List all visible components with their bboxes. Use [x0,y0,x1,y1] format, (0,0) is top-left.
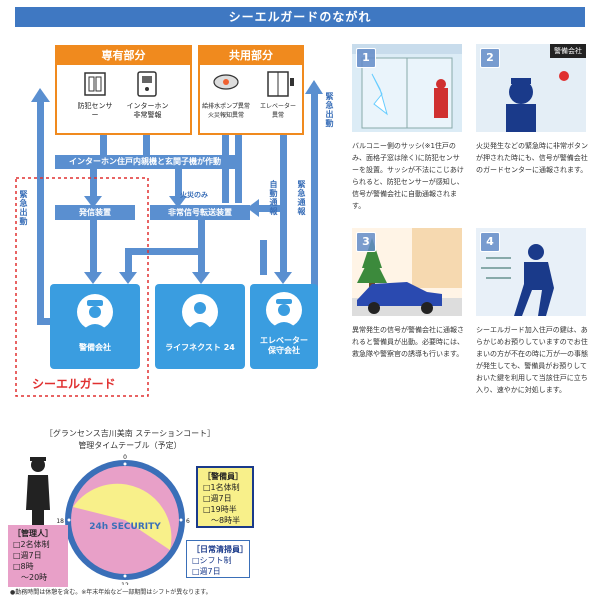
maintenance-person-icon [266,292,302,328]
step2-image: 2 警備会社 [476,44,586,132]
security-clock: 24h SECURITY 0 18 6 12 [26,454,190,585]
guard-company-label: 警備会社 [79,343,111,352]
security-sensor: 防犯センサー [75,70,115,120]
intercom-bar: インターホン住戸内親機と玄関子機が作動 [55,155,235,169]
elevator: エレベーター 異常 [254,70,302,120]
step1-text: バルコニー側のサッシ(※1住戸のみ、面格子窓は除く)に防犯センサーを設置。サッシ… [352,142,464,210]
security-text: 24h SECURITY [89,522,161,532]
private-area-box: 専有部分 [55,45,192,135]
step1-number: 1 [356,48,376,68]
guard-person-icon [77,294,113,330]
elevator-maint-label: エレベーター 保守会社 [260,336,308,355]
transmitter-box: 発信装置 [55,205,135,220]
common-area-title: 共用部分 [200,47,302,65]
sensor-icon [84,72,106,96]
guard-legend: ［警備員］ □1名体制 □週7日 □19時半 ～8時半 [196,466,254,528]
guard-line: □1名体制 [203,483,240,492]
step3-image: 3 [352,228,462,316]
pump-fire: 給排水ポンプ異常 火災報知異常 [200,70,252,120]
elevator-label: エレベーター 異常 [259,103,296,119]
running-guard-icon [481,244,554,316]
private-area-title: 専有部分 [57,47,190,65]
step4-text: シーエルガード加入住戸の鍵は、あらかじめお預りしていますのでお住まいの方が不在の… [476,326,588,394]
emergency-dispatch-left: 緊急出動 [19,190,28,226]
guard-silhouette-icon [26,457,50,540]
step3-text: 異常発生の信号が警備会社に通報されると警備員が出動。必要時には、救急隊や警察官の… [352,326,464,358]
guard-company-box: 警備会社 [50,284,140,369]
manager-legend-title: ［管理人］ [13,529,53,538]
clock-right: 6 [186,518,190,525]
intercom-label: インターホン 非常警報 [126,102,169,119]
manager-line: □週7日 [13,551,42,560]
cleaner-legend: ［日常清掃員］ □シフト制 □週7日 [186,540,250,578]
step4-image: 4 [476,228,586,316]
sensor-label: 防犯センサー [77,102,113,119]
intercom: インターホン 非常警報 [120,70,175,120]
guard-legend-title: ［警備員］ [203,472,243,481]
cleaner-line: □シフト制 [192,556,232,565]
pump-fire-label: 給排水ポンプ異常 火災報知異常 [202,103,250,119]
elevator-maint-box: エレベーター 保守会社 [250,284,318,369]
guard-line: ～8時半 [203,516,241,525]
clock-left: 18 [56,518,64,525]
step4-number: 4 [480,232,500,252]
manager-line: ～20時 [13,573,48,582]
step2-tag: 警備会社 [550,44,586,58]
patrol-car-icon [352,228,462,316]
cleaner-legend-title: ［日常清掃員］ [192,545,248,554]
fire-only-label: 火災のみ [180,191,208,199]
elevator-icon [267,71,294,97]
timetable-subtitle: 管理タイムテーブル（予定） [78,441,182,450]
timetable-note: ●勤務時間は休憩を含む。※年末年始など一部期間はシフトが異なります。 [10,589,212,596]
manager-legend: ［管理人］ □2名体制 □週7日 □8時 ～20時 [8,525,68,587]
lifenext-label: ライフネクスト 24 [165,343,235,352]
timetable-title: ［グランセンス吉川美南 ステーションコート］ [44,429,216,438]
brand-label: シーエルガード [32,377,116,391]
intercom-icon [137,71,157,97]
clock-bottom: 12 [121,582,129,585]
cleaner-line: □週7日 [192,567,221,576]
emergency-dispatch-right: 緊急出動 [325,92,334,128]
staff-person-icon [182,294,218,330]
guard-center-icon [506,71,569,132]
page-title: シーエルガードのながれ [15,7,585,27]
clock-top: 0 [123,454,127,461]
manager-line: □2名体制 [13,540,50,549]
manager-line: □8時 [13,562,34,571]
fire-alarm-icon [213,74,239,90]
window-break-icon [352,44,462,129]
step2-number: 2 [480,48,500,68]
step3-number: 3 [356,232,376,252]
guard-line: □19時半 [203,505,237,514]
step2-text: 火災発生などの緊急時に非常ボタンが押された時にも、信号が警備会社のガードセンター… [476,142,588,174]
step1-image: 1 [352,44,462,132]
urgent-report-label: 緊急通報 [297,180,306,216]
guard-line: □週7日 [203,494,232,503]
lifenext-box: ライフネクスト 24 [155,284,245,369]
emergency-transfer-box: 非常信号転送装置 [150,205,250,220]
auto-report-label: 自動通報 [269,180,278,216]
